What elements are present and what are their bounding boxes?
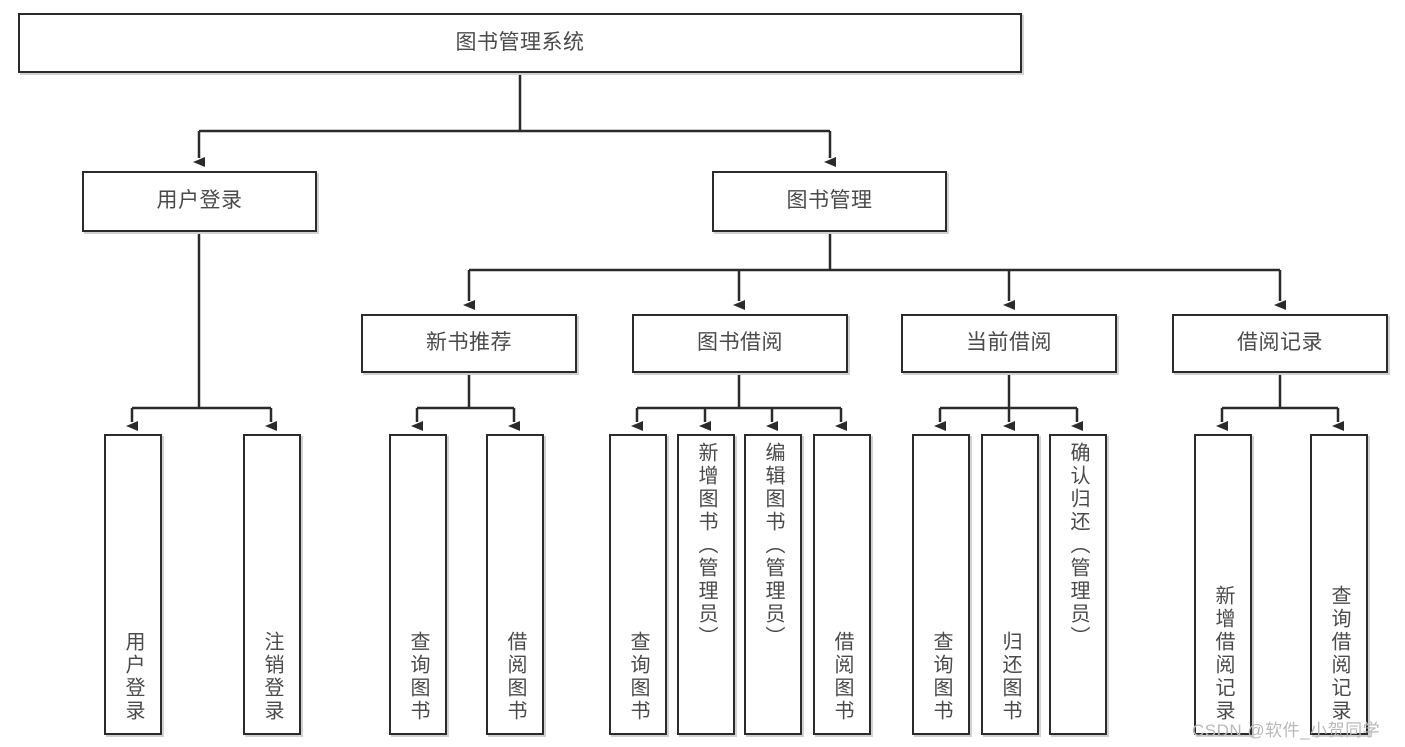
node-label: 查询借阅记录	[1328, 585, 1350, 723]
connector-group-new-book	[411, 375, 520, 431]
leaf-query-book[interactable]: 查询图书	[609, 434, 667, 735]
node-label: 归还图书	[999, 631, 1021, 723]
node-book-borrow[interactable]: 图书借阅	[632, 314, 848, 373]
connector-group-user-login	[126, 234, 277, 431]
node-label: 借阅图书	[831, 631, 853, 723]
connector-group-current-borrow	[934, 375, 1083, 431]
node-label: 查询图书	[627, 631, 649, 723]
node-borrow-record[interactable]: 借阅记录	[1172, 314, 1388, 373]
leaf-query-book-current[interactable]: 查询图书	[912, 434, 970, 735]
connector-group-borrow-record	[1216, 375, 1344, 431]
leaf-query-borrow-record[interactable]: 查询借阅记录	[1310, 434, 1368, 735]
leaf-borrow-book[interactable]: 借阅图书	[813, 434, 871, 735]
node-root-system[interactable]: 图书管理系统	[18, 13, 1022, 73]
leaf-return-book[interactable]: 归还图书	[981, 434, 1039, 735]
node-label: 图书管理	[786, 189, 873, 213]
node-current-borrow[interactable]: 当前借阅	[901, 314, 1117, 373]
connector-group-book-manage	[463, 234, 1286, 310]
node-book-management[interactable]: 图书管理	[712, 171, 947, 232]
leaf-confirm-return-admin[interactable]: 确认归还（管理员）	[1049, 434, 1107, 735]
watermark-text: CSDN @软件_小贺同学	[1192, 721, 1381, 740]
node-label: 用户登录	[122, 631, 144, 723]
node-label: 图书管理系统	[455, 30, 585, 54]
leaf-query-book-new[interactable]: 查询图书	[389, 434, 447, 735]
node-new-book-recommend[interactable]: 新书推荐	[361, 314, 577, 373]
node-user-login[interactable]: 用户登录	[82, 171, 317, 232]
node-label: 查询图书	[407, 631, 429, 723]
leaf-add-book-admin[interactable]: 新增图书（管理员）	[677, 434, 735, 735]
node-label: 查询图书	[930, 631, 952, 723]
connector-group-book-borrow	[631, 375, 847, 431]
node-label: 确认归还（管理员）	[1067, 442, 1089, 649]
node-label: 新增图书（管理员）	[695, 442, 717, 649]
leaf-borrow-book-new[interactable]: 借阅图书	[486, 434, 544, 735]
leaf-add-borrow-record[interactable]: 新增借阅记录	[1194, 434, 1252, 735]
leaf-user-login[interactable]: 用户登录	[104, 434, 162, 735]
node-label: 图书借阅	[697, 331, 783, 355]
leaf-edit-book-admin[interactable]: 编辑图书（管理员）	[744, 434, 802, 735]
leaf-user-logout[interactable]: 注销登录	[243, 434, 301, 735]
node-label: 注销登录	[261, 631, 283, 723]
node-label: 编辑图书（管理员）	[762, 442, 784, 649]
node-label: 新增借阅记录	[1212, 585, 1234, 723]
connector-group-root	[193, 75, 836, 167]
node-label: 当前借阅	[966, 331, 1052, 355]
node-label: 借阅图书	[504, 631, 526, 723]
node-label: 用户登录	[156, 189, 243, 213]
node-label: 借阅记录	[1237, 331, 1323, 355]
node-label: 新书推荐	[426, 331, 512, 355]
